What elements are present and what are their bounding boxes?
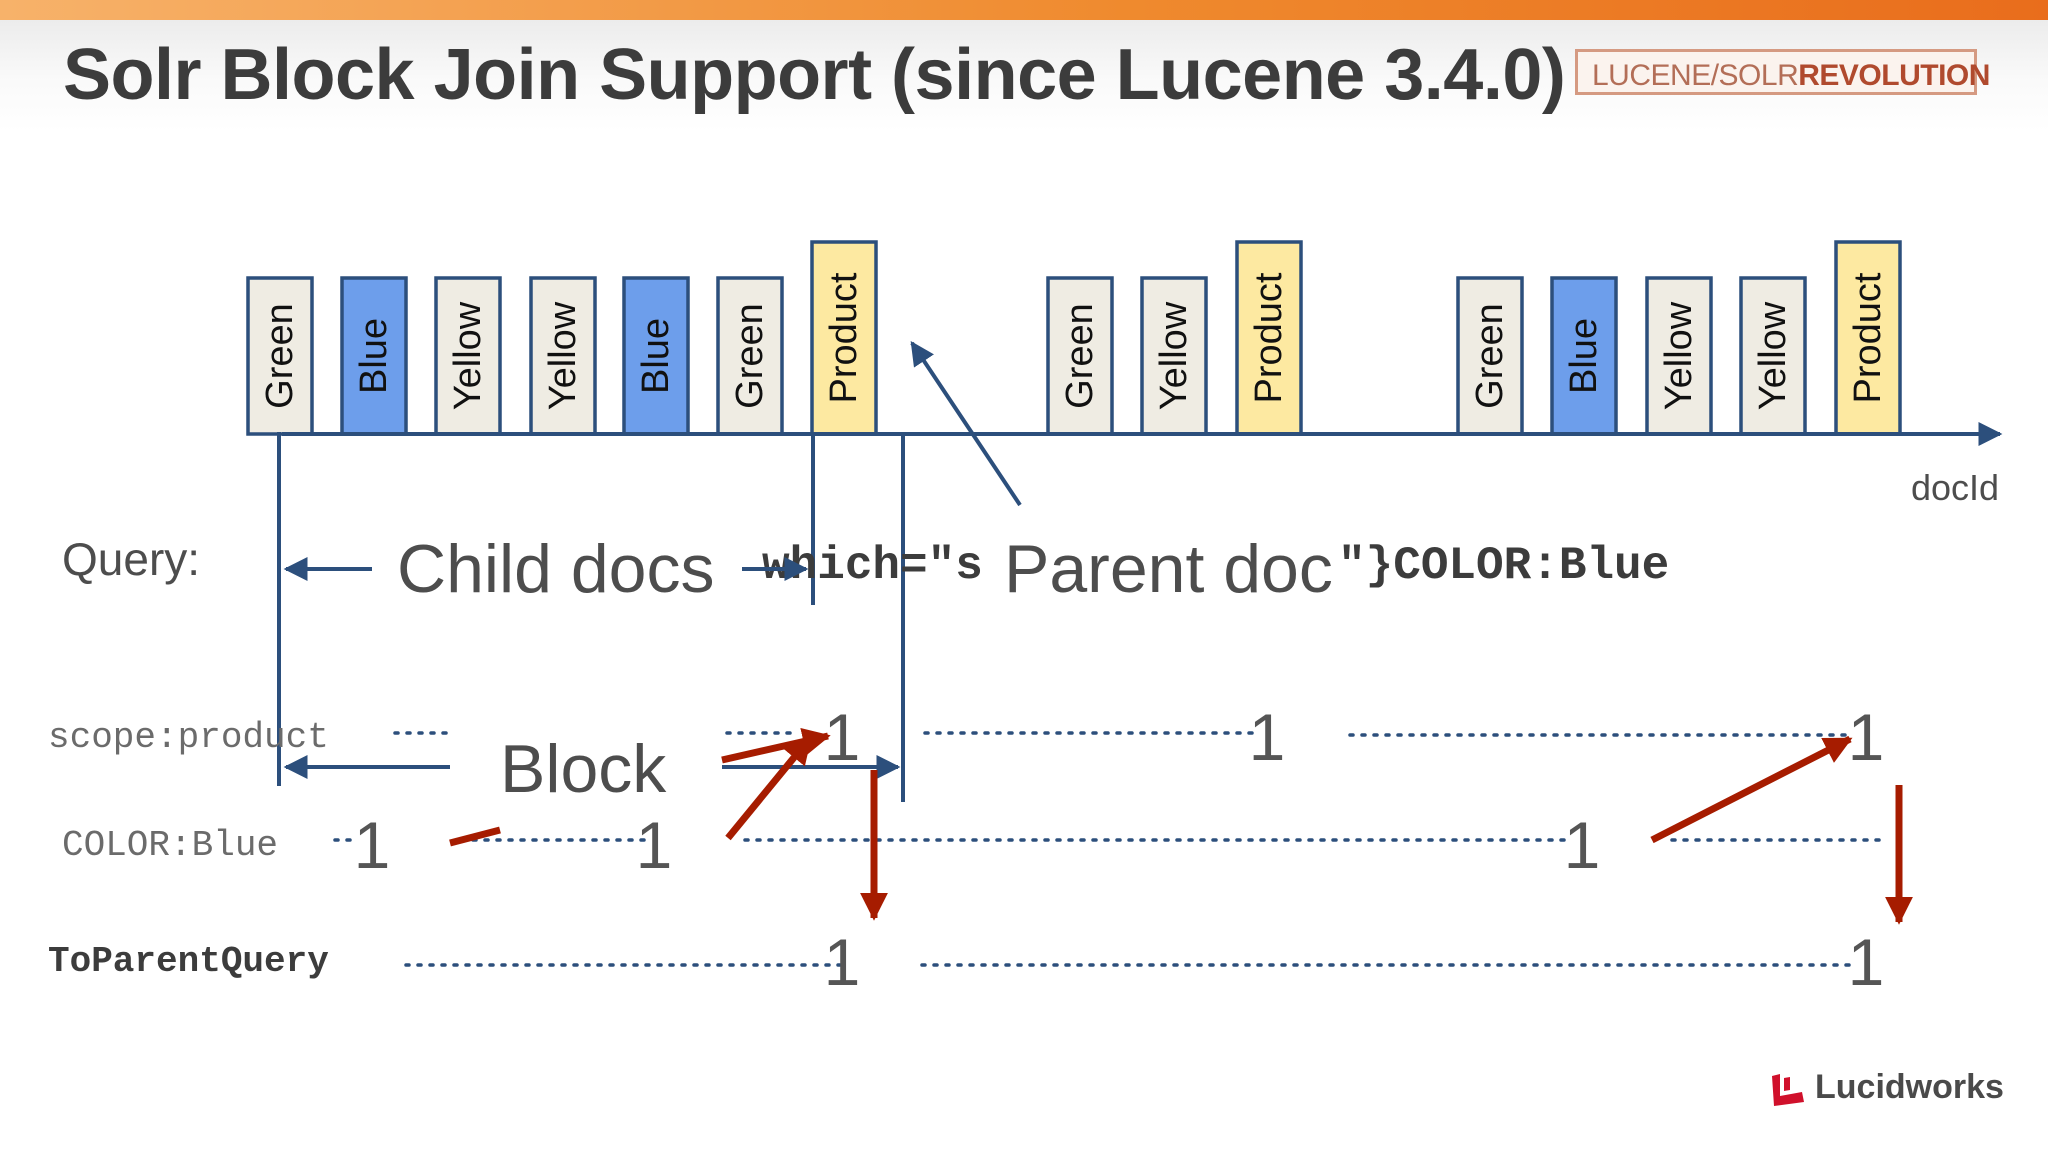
hit-values: 1 1 1 1 1 1 1 1	[354, 700, 1885, 999]
doc-child-10: Green	[1456, 276, 1524, 436]
red-arrow-blue3-to-parent3	[1650, 735, 1853, 844]
child-docs-label: Child docs	[397, 531, 715, 607]
doc-child-8: Yellow	[1140, 276, 1208, 436]
doc-child-2: Yellow	[434, 276, 502, 436]
doc-label-13: Yellow	[1752, 301, 1794, 410]
red-arrows	[449, 727, 1913, 925]
doc-label-7: Green	[1059, 303, 1101, 409]
query-label: Query:	[62, 533, 200, 585]
conference-logo-part1: LUCENE/SOLR	[1592, 59, 1799, 92]
doc-box-13	[1739, 276, 1807, 436]
query-text-right: "}COLOR:Blue	[1338, 540, 1669, 592]
top-accent-bar	[0, 0, 2048, 20]
hit-value-row0-0: 1	[824, 700, 861, 774]
doc-label-5: Green	[729, 303, 771, 409]
doc-child-13: Yellow	[1739, 276, 1807, 436]
row-label-toparent: ToParentQuery	[48, 941, 329, 982]
doc-parent-6: Product	[810, 240, 878, 436]
parent-doc-callout-bg	[990, 522, 1338, 612]
doc-label-11: Blue	[1563, 318, 1605, 394]
hit-value-row0-1: 1	[1249, 700, 1286, 774]
doc-parent-14: Product	[1834, 240, 1902, 436]
doc-child-12: Yellow	[1645, 276, 1713, 436]
doc-child-11: Blue	[1550, 276, 1618, 436]
block-callout-bg	[450, 720, 720, 812]
docid-axis-label: docId	[1911, 467, 1999, 508]
doc-box-14	[1834, 240, 1902, 436]
hit-value-row0-2: 1	[1848, 700, 1885, 774]
red-arrow-blue2-to-parent1	[725, 735, 813, 841]
slide-title: Solr Block Join Support (since Lucene 3.…	[63, 35, 1566, 115]
doc-child-7: Green	[1046, 276, 1114, 436]
doc-box-0	[246, 276, 314, 436]
doc-child-5: Green	[716, 276, 784, 436]
hit-value-row1-2: 1	[1564, 808, 1601, 882]
doc-box-4	[622, 276, 690, 436]
doc-boxes: Green Blue Yellow Yellow Blue Green Product Gre…	[246, 240, 1902, 436]
doc-child-0: Green	[246, 276, 314, 436]
doc-box-5	[716, 276, 784, 436]
doc-label-2: Yellow	[447, 301, 489, 410]
doc-label-9: Product	[1248, 272, 1290, 403]
doc-box-7	[1046, 276, 1114, 436]
doc-label-14: Product	[1847, 272, 1889, 403]
doc-box-12	[1645, 276, 1713, 436]
doc-label-3: Yellow	[542, 301, 584, 410]
footer-logo-text: Lucidworks	[1815, 1068, 2004, 1106]
doc-box-8	[1140, 276, 1208, 436]
lucidworks-logo-icon	[1772, 1074, 1804, 1106]
parent-doc-pointer-arrow	[910, 341, 1022, 507]
doc-label-10: Green	[1469, 303, 1511, 409]
hit-value-row1-0: 1	[354, 808, 391, 882]
doc-box-10	[1456, 276, 1524, 436]
doc-label-4: Blue	[635, 318, 677, 394]
doc-label-12: Yellow	[1658, 301, 1700, 410]
doc-box-6	[810, 240, 878, 436]
hit-value-row2-1: 1	[1848, 925, 1885, 999]
doc-parent-9: Product	[1235, 240, 1303, 436]
query-text-left: which="s	[762, 540, 983, 592]
conference-logo-text: LUCENE/SOLRREVOLUTION	[1592, 59, 1990, 93]
conference-logo-part2: REVOLUTION	[1798, 59, 1990, 92]
block-label: Block	[500, 731, 667, 807]
doc-box-1	[340, 276, 408, 436]
red-arrow-blue1-to-blue2	[449, 826, 501, 847]
conference-logo: LUCENE/SOLRREVOLUTION	[1575, 49, 1990, 95]
doc-child-1: Blue	[340, 276, 408, 436]
doc-box-11	[1550, 276, 1618, 436]
dotted-leaders	[333, 731, 1887, 967]
parent-doc-label: Parent doc	[1004, 531, 1333, 607]
doc-label-1: Blue	[353, 318, 395, 394]
row-label-scope: scope:product	[48, 717, 329, 758]
doc-box-2	[434, 276, 502, 436]
row-label-color: COLOR:Blue	[62, 825, 278, 866]
red-arrow-block-to-parent1	[721, 727, 831, 764]
doc-child-3: Yellow	[529, 276, 597, 436]
doc-label-6: Product	[823, 272, 865, 403]
doc-box-3	[529, 276, 597, 436]
child-docs-callout-bg	[372, 522, 732, 612]
doc-label-0: Green	[259, 303, 301, 409]
doc-label-8: Yellow	[1153, 301, 1195, 410]
hit-value-row2-0: 1	[824, 925, 861, 999]
hit-value-row1-1: 1	[636, 808, 673, 882]
doc-child-4: Blue	[622, 276, 690, 436]
